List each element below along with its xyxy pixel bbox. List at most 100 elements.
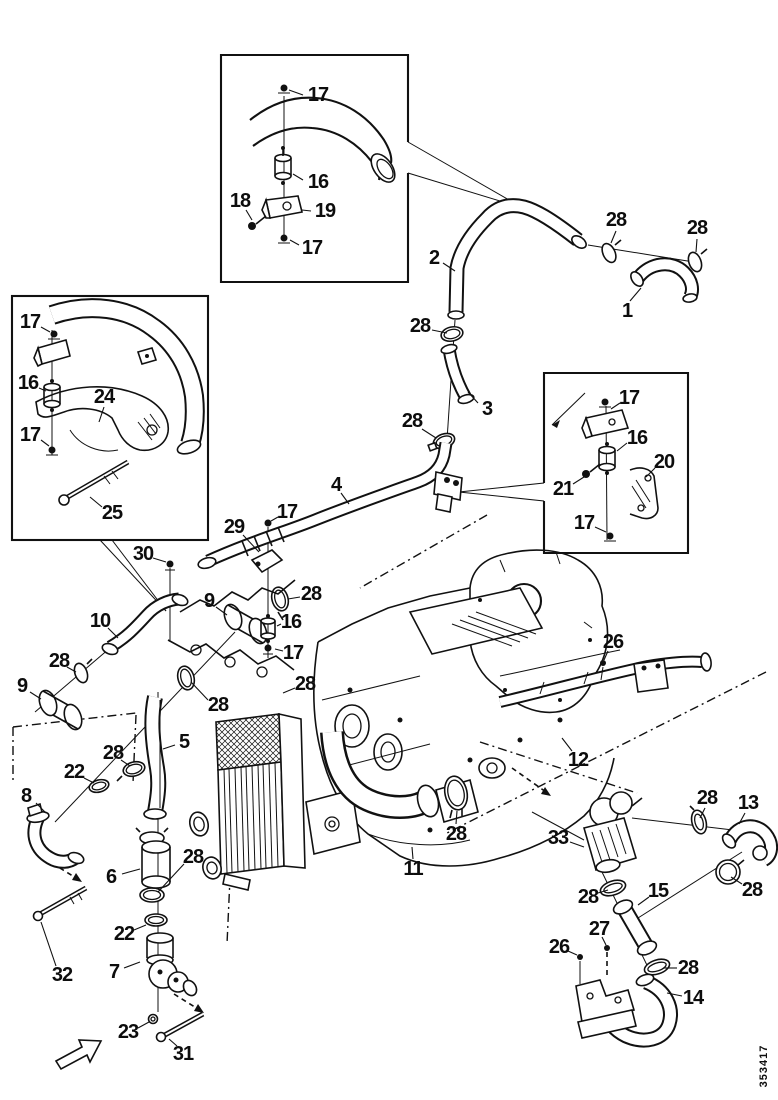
callout-29: 29 bbox=[223, 516, 245, 538]
callout-17: 17 bbox=[301, 237, 323, 259]
callout-22: 22 bbox=[63, 761, 85, 783]
leader-line-28 bbox=[455, 810, 458, 825]
callout-7: 7 bbox=[108, 961, 120, 983]
callout-1: 1 bbox=[621, 300, 633, 322]
callout-15: 15 bbox=[647, 880, 669, 902]
lower-left-stack bbox=[26, 695, 205, 1071]
engine-block bbox=[167, 549, 712, 867]
left-hose-and-sleeves bbox=[38, 586, 290, 731]
leader-line-25 bbox=[89, 496, 103, 508]
leader-line-30 bbox=[152, 557, 167, 563]
callout-16: 16 bbox=[307, 171, 329, 193]
callout-32: 32 bbox=[51, 964, 73, 986]
callout-26: 26 bbox=[548, 936, 570, 958]
leader-line-15 bbox=[637, 896, 650, 906]
leader-line-3 bbox=[467, 391, 479, 404]
upper-charge-hoses bbox=[427, 198, 708, 452]
leader-line-28 bbox=[157, 863, 185, 893]
leader-line-26 bbox=[603, 650, 609, 661]
pipe-mount-detail-parts bbox=[248, 84, 396, 244]
callout-26: 26 bbox=[602, 631, 624, 653]
callout-28: 28 bbox=[102, 742, 124, 764]
leader-line-28 bbox=[282, 687, 296, 694]
callout-10: 10 bbox=[89, 610, 111, 632]
callout-28: 28 bbox=[48, 650, 70, 672]
charge-pipe-bracket-detail-parts bbox=[33, 298, 205, 506]
callout-18: 18 bbox=[229, 190, 251, 212]
figure-number: 353417 bbox=[758, 1044, 770, 1088]
leader-line-17 bbox=[288, 89, 304, 96]
direction-arrow bbox=[54, 1039, 103, 1071]
leader-line-17 bbox=[40, 439, 50, 447]
callout-28: 28 bbox=[300, 583, 322, 605]
leader-line-4 bbox=[340, 492, 350, 505]
leader-line-23 bbox=[137, 1021, 150, 1029]
leader-line-28 bbox=[120, 759, 131, 767]
leader-line-17 bbox=[289, 239, 300, 246]
leader-line-21 bbox=[572, 476, 585, 485]
leader-line-26 bbox=[567, 950, 578, 956]
leader-line-17 bbox=[594, 526, 607, 533]
leader-line-28 bbox=[597, 889, 609, 894]
callout-24: 24 bbox=[93, 386, 115, 408]
leader-line-11 bbox=[411, 846, 414, 860]
leader-line-9 bbox=[29, 691, 42, 700]
callout-28: 28 bbox=[182, 846, 204, 868]
callout-19: 19 bbox=[314, 200, 336, 222]
callout-5: 5 bbox=[178, 731, 190, 753]
callout-3: 3 bbox=[481, 398, 493, 420]
callout-22: 22 bbox=[113, 923, 135, 945]
leader-line-7 bbox=[123, 961, 141, 969]
callout-21: 21 bbox=[552, 478, 574, 500]
callout-25: 25 bbox=[101, 502, 123, 524]
callout-28: 28 bbox=[409, 315, 431, 337]
leader-line-28 bbox=[421, 428, 437, 439]
leader-line-1 bbox=[629, 287, 642, 302]
callout-28: 28 bbox=[577, 886, 599, 908]
callout-17: 17 bbox=[307, 84, 329, 106]
leader-line-28 bbox=[695, 238, 698, 253]
callout-27: 27 bbox=[588, 918, 610, 940]
inset-box-top bbox=[219, 53, 524, 284]
leader-line-17 bbox=[274, 648, 284, 652]
callout-16: 16 bbox=[280, 611, 302, 633]
callout-17: 17 bbox=[282, 642, 304, 664]
callout-11: 11 bbox=[403, 858, 423, 880]
leader-line-18 bbox=[245, 209, 253, 221]
callout-13: 13 bbox=[737, 792, 759, 814]
callout-17: 17 bbox=[573, 512, 595, 534]
leader-line-27 bbox=[601, 936, 607, 946]
leader-line-29 bbox=[242, 534, 260, 553]
leader-line-16 bbox=[38, 387, 47, 392]
callout-28: 28 bbox=[686, 217, 708, 239]
leader-line-6 bbox=[121, 868, 141, 875]
leader-line-17 bbox=[270, 516, 279, 522]
callout-17: 17 bbox=[276, 501, 298, 523]
callout-33: 33 bbox=[547, 827, 569, 849]
leader-line-22 bbox=[133, 924, 147, 931]
callout-9: 9 bbox=[16, 675, 28, 697]
leader-line-28 bbox=[287, 596, 301, 600]
callout-17: 17 bbox=[19, 311, 41, 333]
leader-line-19 bbox=[301, 209, 312, 212]
callout-12: 12 bbox=[567, 749, 589, 771]
leader-line-28 bbox=[431, 329, 448, 334]
leader-line-28 bbox=[699, 807, 706, 819]
callout-leader-lines bbox=[29, 89, 746, 1047]
callout-16: 16 bbox=[626, 427, 648, 449]
callout-28: 28 bbox=[605, 209, 627, 231]
leader-line-28 bbox=[190, 681, 209, 701]
callout-8: 8 bbox=[20, 785, 32, 807]
leader-line-32 bbox=[40, 921, 57, 967]
callout-16: 16 bbox=[17, 372, 39, 394]
leader-line-28 bbox=[730, 876, 743, 885]
callout-31: 31 bbox=[172, 1043, 194, 1065]
callout-30: 30 bbox=[132, 543, 154, 565]
leader-line-12 bbox=[561, 737, 573, 752]
callout-2: 2 bbox=[428, 247, 440, 269]
callout-17: 17 bbox=[618, 387, 640, 409]
leader-line-24 bbox=[98, 406, 105, 423]
intercooler-pipe-4 bbox=[165, 441, 463, 574]
